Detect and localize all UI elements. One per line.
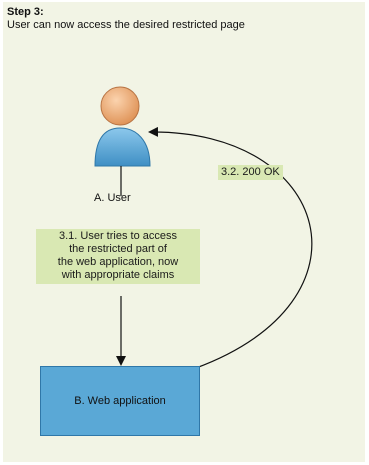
- user-body: [94, 127, 151, 167]
- request-label-line-4: with appropriate claims: [61, 269, 175, 281]
- request-label-line-3: the web application, now: [57, 256, 179, 268]
- response-step-label: 3.2. 200 OK: [218, 165, 283, 180]
- response-arrow: [148, 126, 313, 369]
- request-step-label: 3.1. User tries to access the restricted…: [36, 229, 200, 284]
- request-label-line-2: the restricted part of: [69, 243, 167, 255]
- web-application-box: B. Web application: [40, 366, 200, 436]
- step-title: Step 3:: [7, 6, 44, 18]
- request-label-line-1: 3.1. User tries to access: [59, 230, 177, 242]
- web-application-label: B. Web application: [74, 395, 166, 407]
- user-head: [100, 86, 140, 126]
- step-description: User can now access the desired restrict…: [7, 19, 245, 31]
- user-label: A. User: [94, 192, 131, 204]
- user-figure-icon: [94, 86, 151, 167]
